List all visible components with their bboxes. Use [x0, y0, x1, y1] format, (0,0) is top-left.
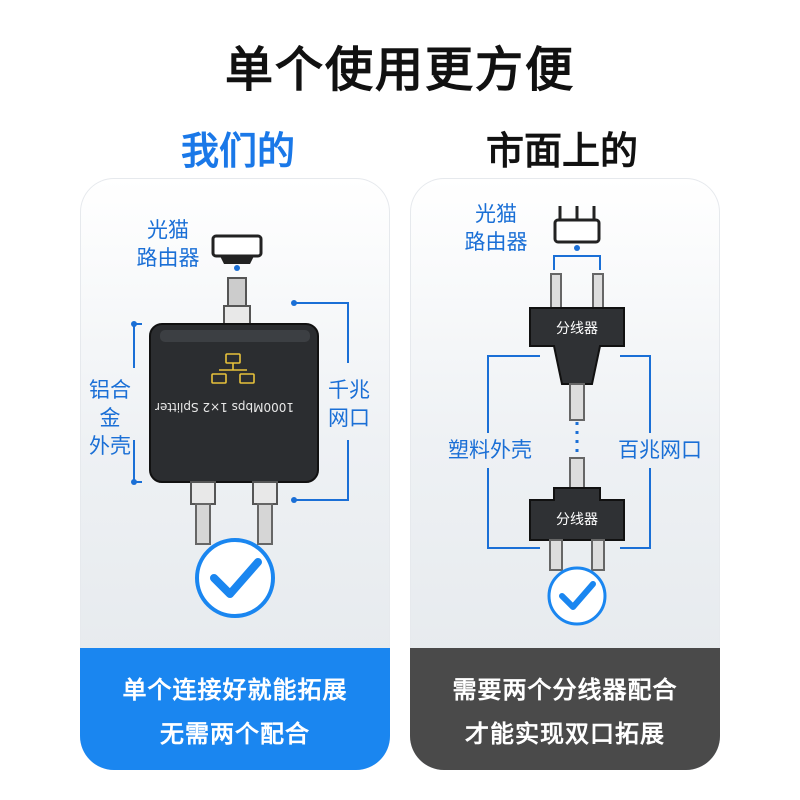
- footer-line-2: 无需两个配合: [160, 720, 310, 748]
- lower-splitter-label: 分线器: [556, 512, 598, 528]
- shell-label: 铝合金外壳: [89, 378, 131, 458]
- footer-line-2: 才能实现双口拓展: [465, 720, 665, 748]
- source-connector-bracket: [553, 255, 601, 270]
- output-connector-2: [252, 481, 278, 505]
- our-product-diagram: 1000Mbps 1×2 Splitter: [131, 234, 349, 618]
- check-badge: [547, 566, 607, 626]
- check-badge: [195, 538, 275, 618]
- device-model-text: 1000Mbps 1×2 Splitter: [155, 400, 294, 414]
- source-label: 光猫路由器: [464, 202, 528, 254]
- network-topology-icon: [211, 353, 255, 384]
- market-product-diagram: 分线器 分线器: [487, 206, 651, 626]
- connection-dot: [234, 265, 240, 271]
- port-bracket: [294, 302, 349, 501]
- output-cable-1: [195, 503, 211, 545]
- upper-splitter-body: [529, 307, 625, 385]
- upper-splitter-label: 分线器: [556, 321, 598, 337]
- footer-line-1: 单个连接好就能拓展: [122, 676, 348, 704]
- shell-bracket: [487, 355, 540, 549]
- port-label: 百兆网口: [618, 438, 702, 462]
- left-column-title: 我们的: [180, 129, 295, 173]
- plug-base: [220, 256, 254, 264]
- right-column-title: 市面上的: [485, 129, 638, 173]
- shell-label: 塑料外壳: [448, 438, 532, 462]
- source-label: 光猫路由器: [136, 218, 200, 270]
- check-icon: [559, 581, 596, 610]
- output-cable-2: [257, 503, 273, 545]
- lower-splitter-body: [529, 487, 625, 541]
- splitter-body: [149, 323, 319, 483]
- market-product-card: 分线器 分线器 光猫路由器 塑料外壳 百兆网口 需要两个分线器配合 才能实现双口…: [410, 178, 720, 770]
- check-icon: [210, 558, 262, 598]
- output-connector-1: [190, 481, 216, 505]
- splitter-highlight: [160, 330, 310, 342]
- footer-line-1: 需要两个分线器配合: [452, 676, 678, 704]
- top-connector: [223, 305, 251, 325]
- our-product-footer: 单个连接好就能拓展 无需两个配合: [80, 648, 390, 770]
- market-product-footer: 需要两个分线器配合 才能实现双口拓展: [410, 648, 720, 770]
- rj45-plug-icon: [211, 234, 263, 258]
- port-bracket: [620, 355, 651, 549]
- rj45-plug-icon: [553, 218, 601, 244]
- our-product-card: 1000Mbps 1×2 Splitter 光猫路由器 铝合金外壳 千兆网口 单…: [80, 178, 390, 770]
- port-label: 千兆网口: [328, 378, 370, 430]
- page-title: 单个使用更方便: [224, 42, 575, 98]
